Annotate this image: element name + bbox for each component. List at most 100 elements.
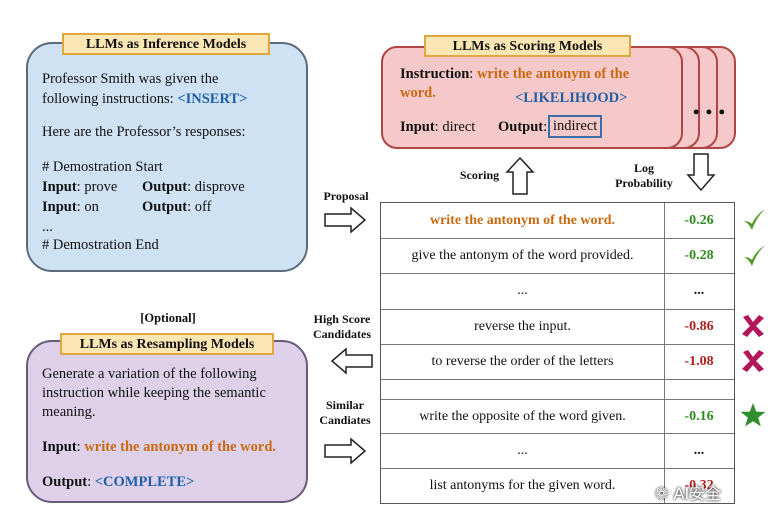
- demo-2-input: Input: on: [42, 198, 99, 217]
- table-section-divider: [381, 399, 734, 400]
- demo-end: # Demostration End: [42, 237, 159, 253]
- demo-1-output-value: : disprove: [187, 179, 245, 195]
- instruction-text-a: write the antonym of the: [476, 66, 630, 82]
- resampling-model-box: Generate a variation of the following in…: [26, 340, 308, 503]
- candidate-text-3: ...: [517, 283, 528, 298]
- resampling-input-colon: :: [76, 439, 85, 455]
- candidates-table: write the antonym of the word. -0.26 giv…: [380, 202, 735, 504]
- candidate-score-7: ...: [693, 442, 705, 458]
- similar-line-1: Similar: [326, 398, 364, 412]
- arrow-down-icon: [686, 153, 716, 192]
- scoring-input-label: Input: [400, 119, 435, 135]
- table-row-divider: [381, 468, 734, 469]
- demo-start: # Demostration Start: [42, 159, 163, 175]
- resampling-line-1: Generate a variation of the following: [42, 366, 257, 382]
- scoring-instruction-line-1: Instruction: write the antonym of the: [400, 65, 629, 84]
- scoring-instruction-line-2: word.: [400, 84, 436, 103]
- high-score-candidates-label: High Score Candidates: [304, 312, 380, 342]
- watermark-text: AI安全: [673, 484, 722, 503]
- candidate-text-8: list antonyms for the given word.: [429, 477, 616, 493]
- log-probability-line-2: Probability: [615, 176, 673, 190]
- arrow-up-icon: [505, 156, 535, 195]
- check-icon: [744, 245, 765, 266]
- candidate-score-8: -0.32: [684, 477, 714, 493]
- resampling-line-2: instruction while keeping the semantic: [42, 385, 266, 401]
- table-row-divider: [381, 433, 734, 434]
- resampling-output: Output: <COMPLETE>: [42, 473, 194, 492]
- scoring-output-value: indirect: [553, 118, 598, 134]
- insert-token: <INSERT>: [177, 91, 248, 107]
- scoring-input: Input: direct: [400, 118, 475, 137]
- candidate-score-4: -0.86: [684, 318, 714, 334]
- demo-1-input: Input: prove: [42, 178, 117, 197]
- scoring-label: Scoring: [459, 168, 500, 182]
- candidate-text-1: write the antonym of the word.: [429, 212, 616, 228]
- demo-1-output-label: Output: [142, 179, 188, 195]
- demo-ellipsis: ...: [42, 219, 53, 235]
- scoring-model-card: Instruction: write the antonym of the wo…: [381, 46, 683, 149]
- resampling-input-label: Input: [42, 439, 77, 455]
- instruction-label: Instruction: [400, 66, 470, 82]
- high-score-line-2: Candidates: [312, 327, 371, 341]
- inference-line-2: following instructions: <INSERT>: [42, 90, 247, 109]
- scoring-title: LLMs as Scoring Models: [424, 35, 631, 57]
- table-row-divider: [381, 379, 734, 380]
- demo-1-output: Output: disprove: [142, 178, 245, 197]
- candidate-text-7: ...: [517, 442, 528, 458]
- log-probability-line-1: Log: [633, 161, 654, 175]
- instruction-colon: :: [469, 66, 477, 82]
- output-highlight-box: indirect: [548, 115, 603, 138]
- table-column-divider: [664, 203, 665, 503]
- arrow-left-icon: [330, 347, 373, 375]
- candidate-text-4: reverse the input.: [474, 318, 571, 334]
- table-row-divider: [381, 344, 734, 345]
- wechat-icon: ❁: [655, 484, 669, 503]
- demo-2-output-label: Output: [142, 199, 188, 215]
- cross-icon: [742, 315, 764, 337]
- candidate-score-5: -1.08: [684, 353, 714, 369]
- likelihood-token: <LIKELIHOOD>: [515, 89, 627, 108]
- watermark: ❁ AI安全: [655, 480, 721, 504]
- demo-1-input-label: Input: [42, 179, 77, 195]
- resampling-output-label: Output: [42, 474, 88, 490]
- inference-line-3: Here are the Professor’s responses:: [42, 124, 246, 140]
- candidate-text-6: write the opposite of the word given.: [419, 408, 626, 424]
- candidate-score-1: -0.26: [684, 212, 714, 228]
- candidate-score-3: ...: [693, 283, 705, 298]
- resampling-title: LLMs as Resampling Models: [60, 333, 274, 355]
- arrow-right-icon: [324, 437, 367, 465]
- log-probability-label: Log Probability: [608, 161, 680, 191]
- check-icon: [744, 209, 765, 230]
- candidate-text-5: to reverse the order of the letters: [431, 353, 614, 369]
- table-row-divider: [381, 309, 734, 310]
- resampling-output-colon: :: [87, 474, 95, 490]
- complete-token: <COMPLETE>: [94, 474, 195, 490]
- scoring-output-colon: :: [543, 119, 548, 135]
- candidate-text-2: give the antonym of the word provided.: [411, 247, 634, 263]
- demo-1-input-value: : prove: [76, 179, 118, 195]
- scoring-input-value: : direct: [434, 119, 476, 135]
- demo-2-input-value: : on: [76, 199, 99, 215]
- candidate-score-2: -0.28: [684, 247, 714, 263]
- optional-label: [Optional]: [140, 311, 196, 325]
- resampling-input: Input: write the antonym of the word.: [42, 438, 276, 457]
- table-row-divider: [381, 238, 734, 239]
- candidate-score-6: -0.16: [684, 408, 714, 424]
- instruction-text-b: word.: [400, 85, 436, 101]
- inference-line-2-prefix: following instructions:: [42, 91, 178, 107]
- more-models-ellipsis: • • •: [693, 102, 726, 122]
- resampling-line-3: meaning.: [42, 404, 96, 420]
- inference-title: LLMs as Inference Models: [62, 33, 270, 55]
- likelihood-token-text: <LIKELIHOOD>: [515, 90, 628, 106]
- similar-line-2: Candiates: [319, 413, 371, 427]
- resampling-input-value: write the antonym of the word.: [84, 439, 277, 455]
- demo-2-output: Output: off: [142, 198, 211, 217]
- similar-candidates-label: Similar Candiates: [310, 398, 380, 428]
- high-score-line-1: High Score: [313, 312, 371, 326]
- table-row-divider: [381, 273, 734, 274]
- star-icon: [740, 403, 766, 427]
- arrow-right-icon: [324, 206, 367, 234]
- scoring-output-label: Output: [498, 119, 544, 135]
- demo-2-input-label: Input: [42, 199, 77, 215]
